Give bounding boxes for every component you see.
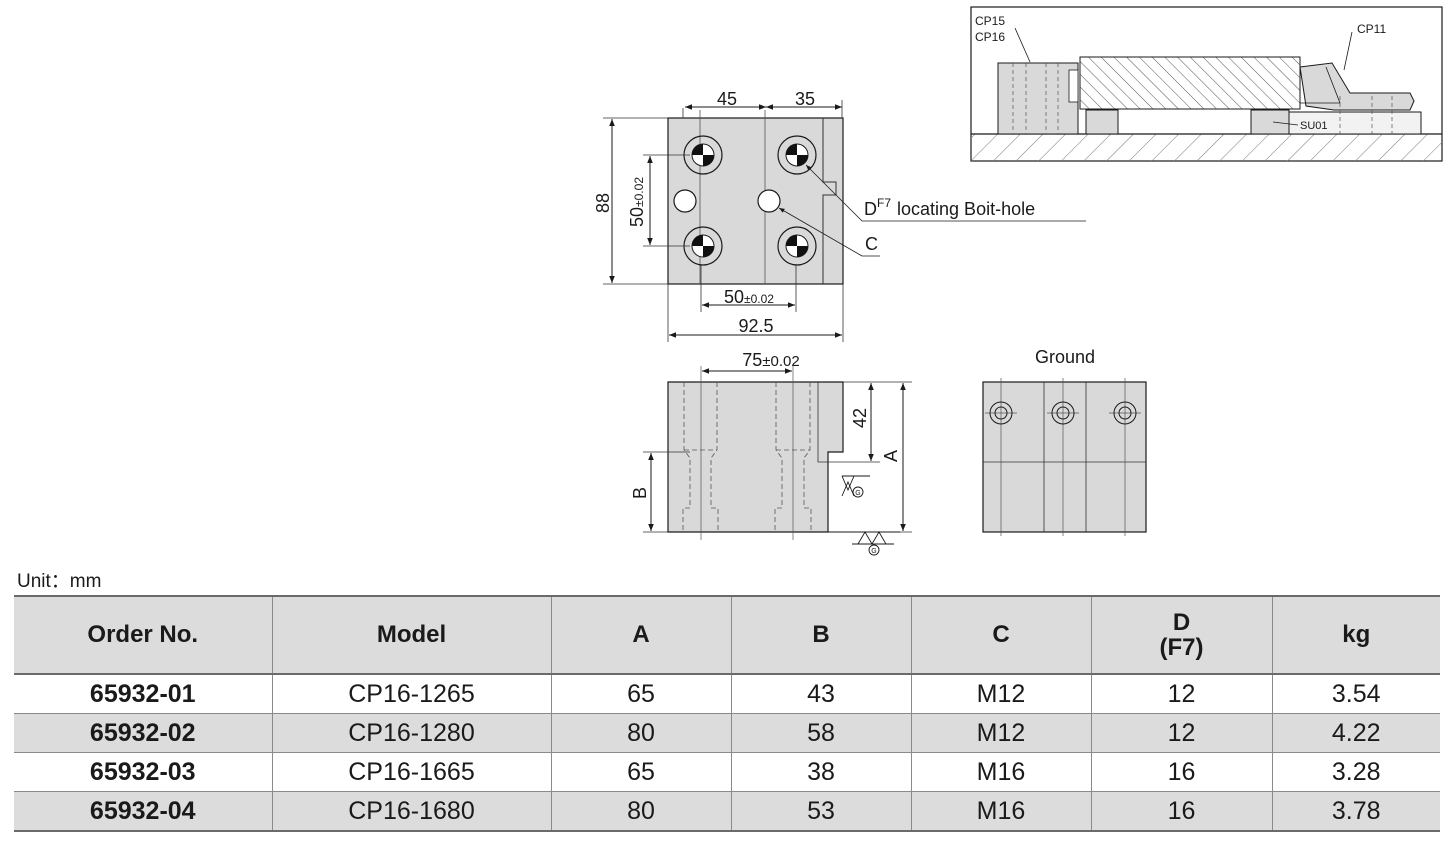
end-hole-2 <box>1051 401 1075 425</box>
cell-d: 16 <box>1090 791 1273 831</box>
cell-kg: 3.78 <box>1271 791 1440 831</box>
cell-d: 16 <box>1090 752 1273 792</box>
ground-label: Ground <box>1035 347 1095 367</box>
dim-hole-horizontal: 50±0.02 <box>724 287 774 307</box>
inset-label-cp15: CP15 <box>975 14 1005 28</box>
cell-c: M12 <box>910 674 1092 714</box>
inset-label-su01: SU01 <box>1300 120 1328 132</box>
inset-label-cp16: CP16 <box>975 30 1005 44</box>
cell-model: CP16-1680 <box>271 791 552 831</box>
end-view: Ground <box>982 347 1147 536</box>
assembly-inset: CP15 CP16 CP11 SU01 <box>970 6 1443 162</box>
cell-model: CP16-1280 <box>271 713 552 753</box>
cell-b: 58 <box>730 713 912 753</box>
header-a: A <box>550 596 732 674</box>
cell-b: 43 <box>730 674 912 714</box>
dim-a: A <box>881 450 901 462</box>
cell-model: CP16-1665 <box>271 752 552 792</box>
svg-text:G: G <box>871 548 876 555</box>
table-row: 65932-01 CP16-1265 65 43 M12 12 3.54 <box>14 674 1440 714</box>
table-row: 65932-02 CP16-1280 80 58 M12 12 4.22 <box>14 713 1440 753</box>
header-order-no: Order No. <box>14 596 273 674</box>
cell-d: 12 <box>1090 674 1273 714</box>
cell-order-no: 65932-01 <box>14 674 273 714</box>
header-d-line2: (F7) <box>1159 634 1204 661</box>
cell-order-no: 65932-02 <box>14 713 273 753</box>
cell-kg: 4.22 <box>1271 713 1440 753</box>
header-d: D (F7) <box>1090 596 1273 674</box>
svg-text:G: G <box>855 490 860 497</box>
header-model: Model <box>271 596 552 674</box>
header-c: C <box>910 596 1092 674</box>
ground-symbol-lower: G <box>828 531 900 556</box>
dim-b: B <box>630 487 650 499</box>
side-view: 75±0.02 42 A B G G <box>630 350 912 556</box>
cell-c: M16 <box>910 752 1092 792</box>
table-header-row: Order No. Model A B C D (F7) kg <box>14 596 1440 674</box>
cell-a: 80 <box>550 713 732 753</box>
end-hole-3 <box>1113 401 1137 425</box>
callout-c: C <box>865 234 878 254</box>
locating-hole-top-right <box>777 135 817 175</box>
dim-total-width: 92.5 <box>738 316 773 336</box>
side-view-block <box>667 381 844 533</box>
header-d-line1: D <box>1172 608 1191 636</box>
cell-a: 65 <box>550 752 732 792</box>
header-b: B <box>730 596 912 674</box>
table-row: 65932-03 CP16-1665 65 38 M16 16 3.28 <box>14 752 1440 792</box>
dim-height-88: 88 <box>593 193 613 213</box>
cell-kg: 3.54 <box>1271 674 1440 714</box>
cell-order-no: 65932-04 <box>14 791 273 831</box>
dim-75: 75±0.02 <box>742 350 799 370</box>
cell-c: M16 <box>910 791 1092 831</box>
ground-symbol-upper: G <box>841 475 870 498</box>
table-row: 65932-04 CP16-1680 80 53 M16 16 3.78 <box>14 791 1440 831</box>
cell-d: 12 <box>1090 713 1273 753</box>
spec-table: Order No. Model A B C D (F7) kg 65932-01… <box>14 595 1440 832</box>
cell-order-no: 65932-03 <box>14 752 273 792</box>
inset-label-cp11: CP11 <box>1357 22 1386 36</box>
dim-width-right: 35 <box>795 89 815 109</box>
locating-hole-top-left <box>683 135 723 175</box>
locating-hole-bottom-right <box>777 226 817 266</box>
cell-b: 53 <box>730 791 912 831</box>
cell-b: 38 <box>730 752 912 792</box>
unit-label: Unit：mm <box>17 571 102 592</box>
cell-a: 65 <box>550 674 732 714</box>
bolt-hole-left <box>673 189 697 213</box>
dim-width-left: 45 <box>717 89 737 109</box>
end-hole-1 <box>989 401 1013 425</box>
cell-c: M12 <box>910 713 1092 753</box>
header-kg: kg <box>1271 596 1440 674</box>
dim-42: 42 <box>850 408 870 428</box>
bolt-hole-right <box>757 189 781 213</box>
dim-hole-vertical: 50±0.02 <box>627 177 647 227</box>
cell-kg: 3.28 <box>1271 752 1440 792</box>
cell-a: 80 <box>550 791 732 831</box>
cell-model: CP16-1265 <box>271 674 552 714</box>
